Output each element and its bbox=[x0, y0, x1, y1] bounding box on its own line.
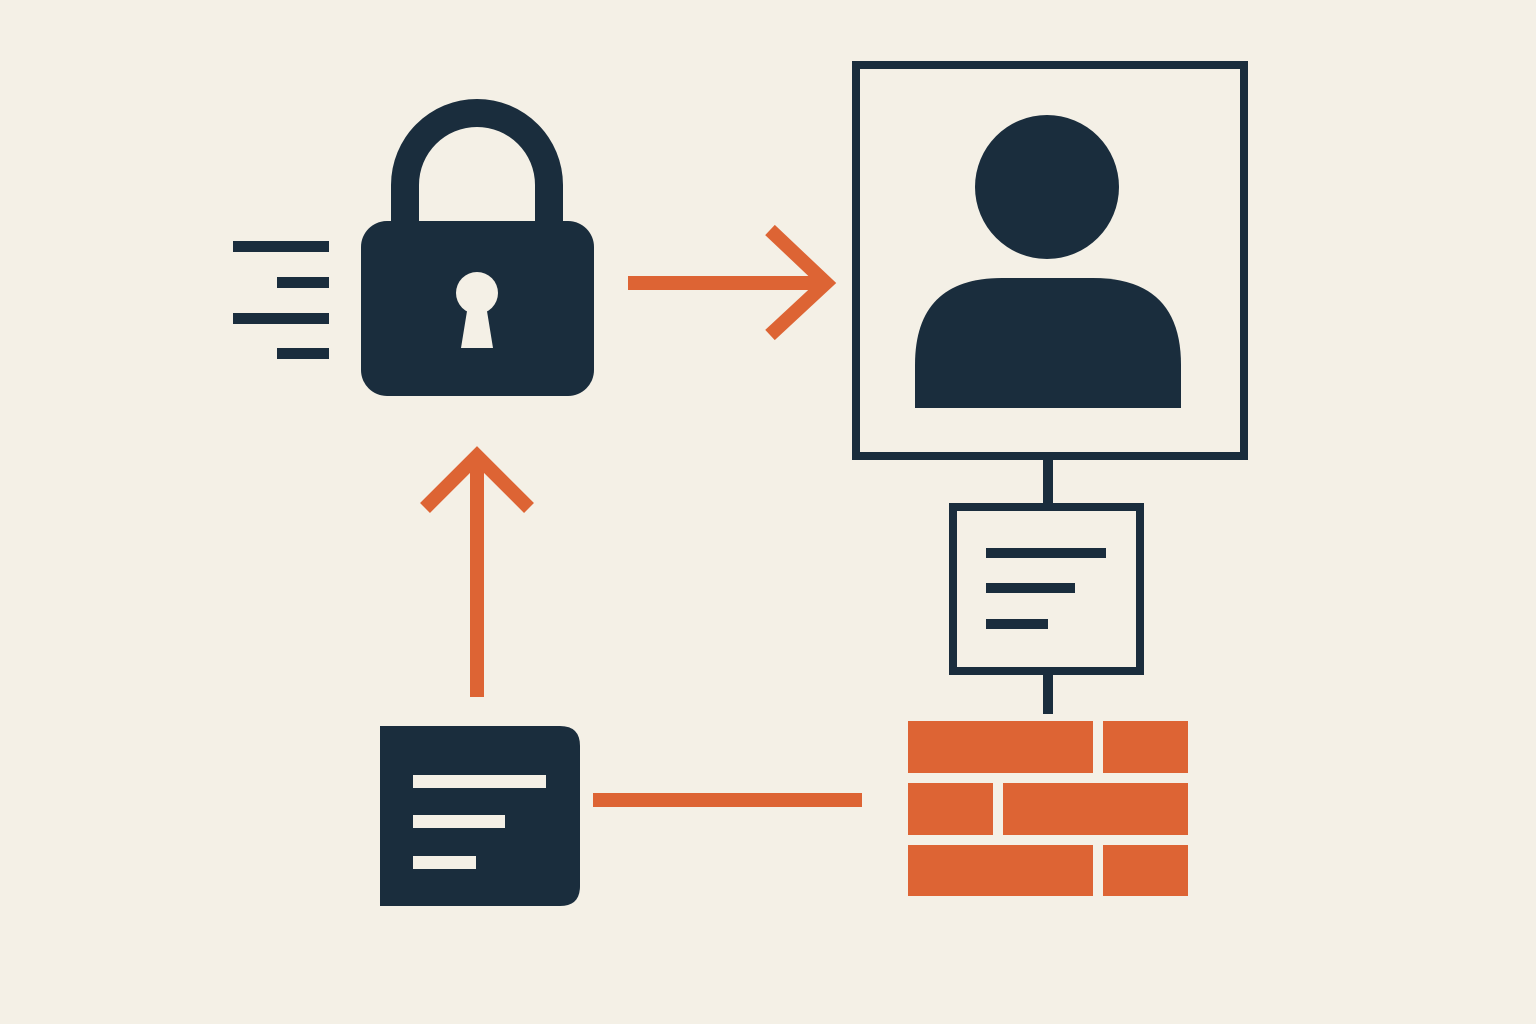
motion-lines-icon bbox=[233, 241, 329, 359]
user-avatar-icon bbox=[915, 115, 1181, 408]
arrow-document-to-lock bbox=[420, 446, 534, 697]
document-card-icon bbox=[949, 503, 1144, 675]
brick-wall-icon bbox=[908, 721, 1188, 896]
arrow-lock-to-profile bbox=[628, 224, 837, 341]
keyhole-icon bbox=[456, 272, 498, 348]
dark-document-icon bbox=[380, 726, 580, 906]
user-profile-card bbox=[852, 61, 1248, 460]
padlock-icon bbox=[361, 99, 594, 396]
